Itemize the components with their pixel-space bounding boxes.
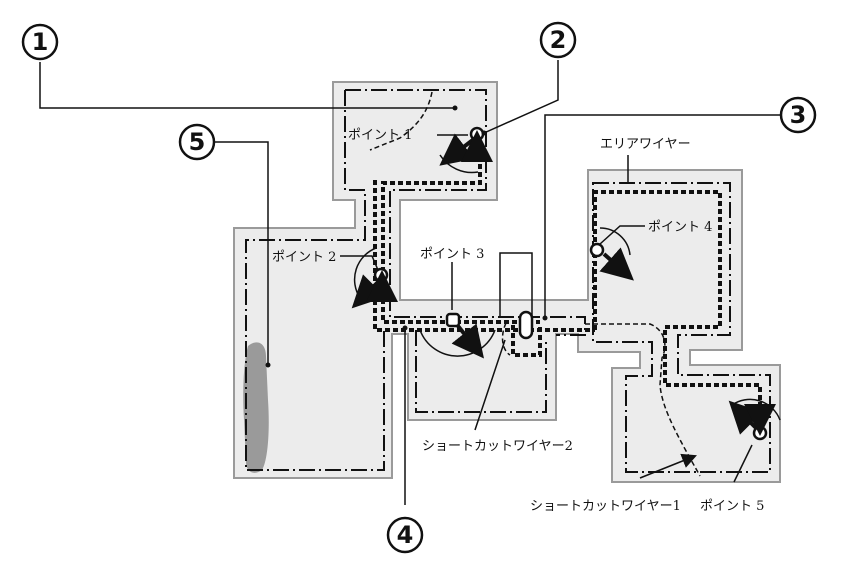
label-point-3: ポイント 3 (420, 247, 484, 262)
area-wire-right-loop (592, 182, 771, 473)
leader-3-dot (542, 315, 548, 321)
shortcut-wire-top (369, 91, 433, 151)
point-2-station (373, 267, 389, 283)
callout-4-circle (386, 516, 424, 554)
point-3-arrow (451, 323, 484, 359)
callout-3-text: 3 (790, 101, 807, 129)
leader-shortcut-1 (639, 453, 697, 479)
label-point-2: ポイント 2 (272, 250, 336, 265)
callout-2-circle (539, 21, 577, 59)
leader-1 (39, 62, 455, 109)
leader-3 (544, 114, 780, 318)
label-area-wire: エリアワイヤー (600, 137, 691, 152)
callouts: 1 2 3 4 5 (21, 21, 817, 554)
direction-arrows (351, 130, 776, 436)
leader-point-4 (599, 225, 645, 245)
lawn-zones (233, 81, 781, 483)
guide-wire-4 (511, 325, 542, 357)
point-4-arrow (599, 247, 634, 281)
label-shortcut-wire-1: ショートカットワイヤー1 (530, 499, 681, 514)
callout-3-circle (779, 96, 817, 134)
label-point-1: ポイント 1 (348, 128, 412, 143)
point-3-station (445, 312, 461, 328)
callout-4-text: 4 (397, 521, 414, 549)
shortcut-wire-1 (585, 323, 701, 477)
area-wire-top-loop (345, 89, 586, 336)
leader-point-5 (733, 444, 753, 483)
leader-2 (483, 60, 559, 134)
leader-point-3-bracket (499, 252, 533, 318)
label-point-4: ポイント 4 (648, 220, 712, 235)
lawn-zone-main (233, 81, 781, 483)
leader-4-dot (402, 325, 408, 331)
callout-2-text: 2 (550, 26, 567, 54)
leader-2-dot (481, 130, 487, 136)
leader-5-dot (265, 362, 271, 368)
guide-wire-3 (593, 190, 762, 420)
shortcut-wire-2 (501, 322, 511, 356)
leader-shortcut-2 (474, 339, 506, 431)
point-4-station (589, 242, 605, 258)
callout-1-circle (21, 23, 59, 61)
text-labels: ポイント 1 ポイント 2 ポイント 3 ポイント 4 ポイント 5 エリアワイ… (272, 128, 764, 514)
guide-wire-1 (381, 140, 540, 324)
label-shortcut-wire-2: ショートカットワイヤー2 (422, 439, 573, 454)
area-wire-bottom-loop (415, 330, 547, 413)
leader-1-dot (452, 105, 458, 111)
label-point-5: ポイント 5 (700, 499, 764, 514)
shortcut-wires (369, 91, 701, 477)
charging-base (518, 310, 534, 340)
point-5-station (752, 425, 768, 441)
leader-5 (215, 141, 269, 365)
area-wire-lines (245, 89, 771, 473)
callout-5-text: 5 (189, 128, 206, 156)
callout-1-text: 1 (32, 28, 49, 56)
grass-patch (243, 342, 269, 473)
leader-lines (39, 60, 780, 505)
callout-5-circle (178, 123, 216, 161)
area-wire-left-loop (245, 90, 385, 471)
leader-point-2 (340, 255, 379, 271)
